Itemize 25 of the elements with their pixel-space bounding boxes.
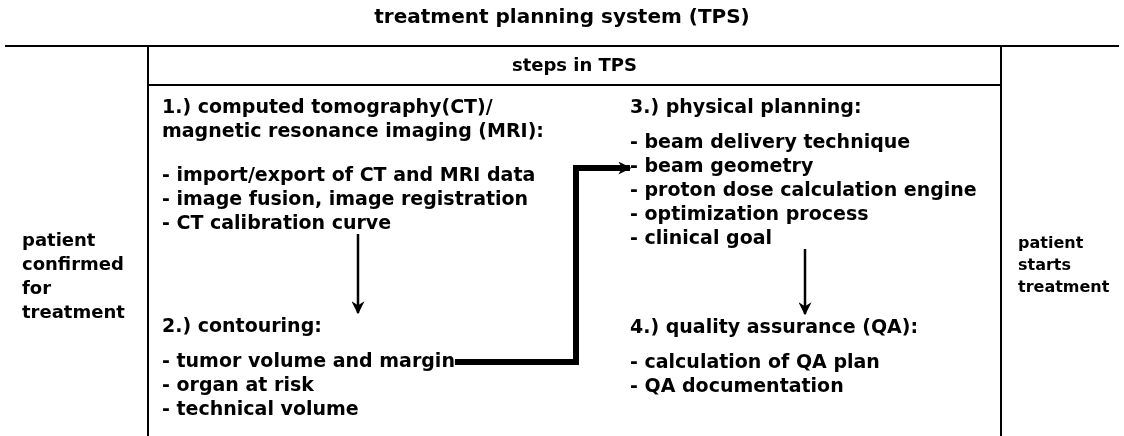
list-item: - tumor volume and margin: [162, 348, 455, 372]
list-item: - beam delivery technique: [630, 129, 912, 153]
list-item: - CT calibration curve: [162, 210, 393, 234]
left-column-text: patient confirmed for treatment: [22, 228, 126, 324]
list-item: - import/export of CT and MRI data: [162, 162, 537, 186]
step-heading: 4.) quality assurance (QA):: [630, 314, 919, 338]
arrow: [351, 234, 365, 315]
list-item: - clinical goal: [630, 225, 774, 249]
step-heading: 3.) physical planning:: [630, 94, 863, 118]
list-item: - proton dose calculation engine: [630, 177, 977, 201]
arrow: [454, 161, 632, 365]
list-item: - optimization process: [630, 201, 870, 225]
list-item: - QA documentation: [630, 373, 845, 397]
list-item: - beam geometry: [630, 153, 815, 177]
steps-panel: [147, 46, 1002, 436]
right-column-text: patient starts treatment: [1018, 232, 1111, 298]
list-item: - image fusion, image registration: [162, 186, 530, 210]
list-item: - calculation of QA plan: [630, 349, 881, 373]
arrow: [798, 249, 812, 316]
step-heading: 1.) computed tomography(CT)/ magnetic resonance imaging (MRI):: [162, 94, 545, 142]
diagram-title: treatment planning system (TPS): [373, 4, 751, 28]
list-item: - technical volume: [162, 396, 360, 420]
step-heading: 2.) contouring:: [162, 313, 323, 337]
panel-header: steps in TPS: [149, 46, 1000, 86]
list-item: - organ at risk: [162, 372, 315, 396]
